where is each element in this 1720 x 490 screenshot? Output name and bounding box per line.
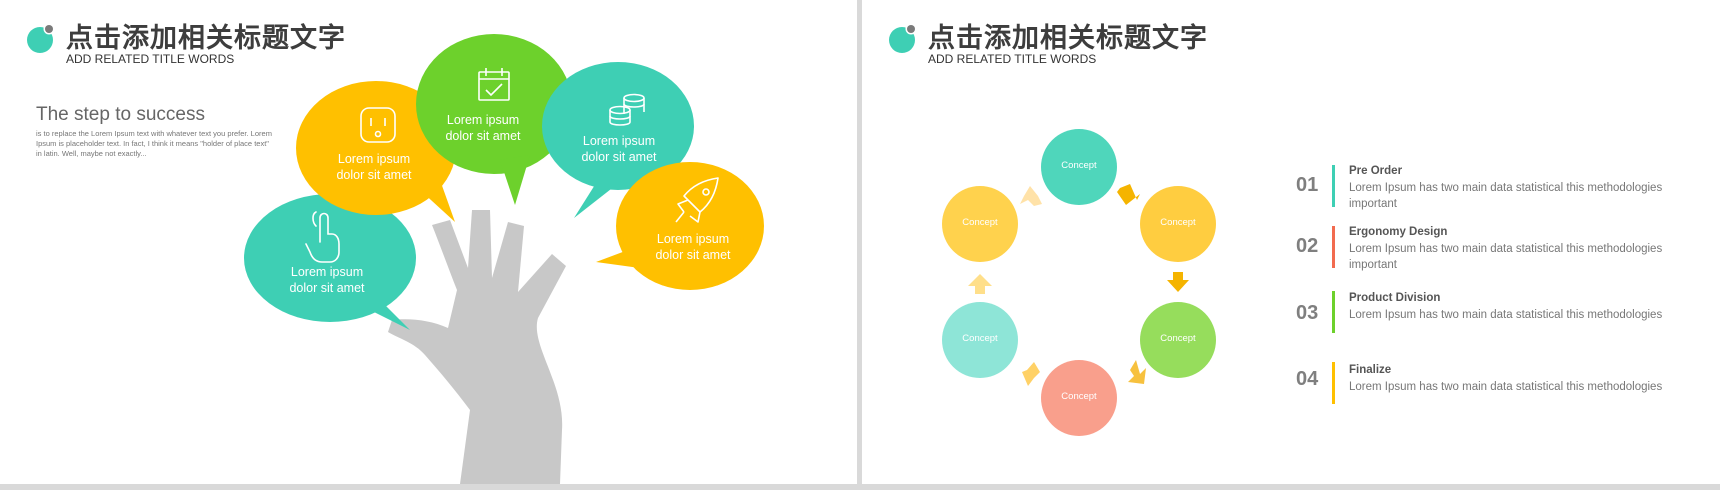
item-number: 03 (1296, 302, 1319, 324)
item-number: 02 (1296, 235, 1319, 257)
bubble-4-text: Lorem ipsum dolor sit amet (554, 133, 684, 165)
item-description: Lorem Ipsum has two main data statistica… (1349, 243, 1663, 271)
concept-circle-5 (942, 302, 1018, 378)
bubble-1-line1: Lorem ipsum (290, 265, 364, 279)
item-title: Ergonomy Design (1349, 226, 1448, 238)
concept-label-1: Concept (1061, 160, 1097, 171)
outlet-icon (360, 107, 396, 143)
item-color-bar (1332, 291, 1335, 333)
item-description: Lorem Ipsum has two main data statistica… (1349, 381, 1663, 393)
bubble-1 (244, 194, 416, 330)
calendar-check-icon (478, 68, 510, 101)
concept-circle-1 (1041, 129, 1117, 205)
item-color-bar (1332, 165, 1335, 207)
arrow-icon (1022, 362, 1040, 386)
item-color-bar (1332, 226, 1335, 268)
step-description: is to replace the Lorem Ipsum text with … (36, 129, 272, 158)
bubble-3-line2: dolor sit amet (445, 129, 521, 143)
bubble-3-line1: Lorem ipsum (446, 113, 520, 127)
slide-left: 点击添加相关标题文字 ADD RELATED TITLE WORDS The s… (0, 0, 857, 484)
item-title: Product Division (1349, 292, 1441, 304)
concept-circle-3 (1140, 302, 1216, 378)
item-number: 01 (1296, 174, 1319, 196)
item-title: Pre Order (1349, 165, 1403, 177)
page-title-right: 点击添加相关标题文字 (928, 23, 1208, 54)
hand-tree-diagram (244, 34, 764, 484)
item-color-bar (1332, 362, 1335, 404)
arrow-icon (1020, 186, 1042, 206)
concept-label-6: Concept (962, 217, 998, 228)
arrow-icon (1167, 272, 1189, 292)
page-subtitle-right: ADD RELATED TITLE WORDS (928, 52, 1097, 66)
bubble-1-line2: dolor sit amet (289, 281, 365, 295)
concept-label-3: Concept (1160, 333, 1196, 344)
bubble-3 (416, 34, 572, 205)
slide-right: 点击添加相关标题文字 ADD RELATED TITLE WORDS Conce… (862, 0, 1720, 484)
bubble-4-line1: Lorem ipsum (582, 134, 656, 148)
bubble-1-text: Lorem ipsum dolor sit amet (262, 264, 392, 296)
concept-circle-2 (1140, 186, 1216, 262)
bubble-4 (542, 62, 694, 218)
step-title: The step to success (36, 104, 205, 125)
item-title: Finalize (1349, 364, 1392, 376)
concept-label-4: Concept (1061, 391, 1097, 402)
item-number: 04 (1296, 368, 1319, 390)
bubble-3-text: Lorem ipsum dolor sit amet (418, 112, 548, 144)
bubble-2-text: Lorem ipsum dolor sit amet (309, 151, 439, 183)
page-title: 点击添加相关标题文字 (66, 23, 346, 54)
concept-label-5: Concept (962, 333, 998, 344)
bubble-2-line1: Lorem ipsum (337, 152, 411, 166)
bubble-4-line2: dolor sit amet (581, 150, 657, 164)
bubble-2-line2: dolor sit amet (336, 168, 412, 182)
concept-label-2: Concept (1160, 217, 1196, 228)
bubble-5-line2: dolor sit amet (655, 248, 731, 262)
page-subtitle: ADD RELATED TITLE WORDS (66, 52, 235, 66)
bubble-5-line1: Lorem ipsum (656, 232, 730, 246)
item-description: Lorem Ipsum has two main data statistica… (1349, 309, 1663, 321)
arrow-icon (968, 274, 992, 294)
arrow-icon (1128, 360, 1146, 384)
hand-shape (388, 210, 566, 484)
logo-circle-icon (27, 23, 55, 53)
logo-circle-icon (889, 23, 917, 53)
coins-icon (609, 93, 645, 126)
concept-cycle-diagram (942, 129, 1216, 436)
hand-pointer-icon (305, 211, 340, 263)
item-description: Lorem Ipsum has two main data statistica… (1349, 182, 1663, 210)
rocket-icon (675, 177, 719, 223)
concept-circle-6 (942, 186, 1018, 262)
bubble-5 (596, 162, 764, 290)
arrow-icon (1117, 184, 1140, 205)
concept-circle-4 (1041, 360, 1117, 436)
bubble-5-text: Lorem ipsum dolor sit amet (628, 231, 758, 263)
bubble-2 (296, 81, 456, 222)
